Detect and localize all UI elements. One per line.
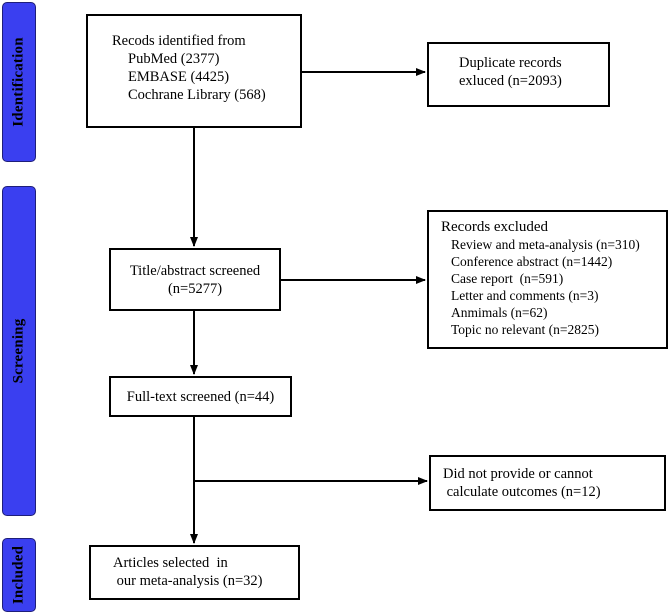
phase-identification: Identification [2, 2, 36, 162]
excluded-letters: Letter and comments (n=3) [451, 288, 599, 303]
excluded-topic: Topic no relevant (n=2825) [451, 322, 599, 337]
title-abstract-line-2: (n=5277) [167, 281, 223, 297]
records-excluded-box: Records excluded Review and meta-analysi… [427, 210, 668, 349]
no-outcomes-line-1: Did not provide or cannot [443, 466, 593, 482]
included-line-2: our meta-analysis (n=32) [113, 573, 263, 589]
source-cochrane: Cochrane Library (568) [128, 87, 266, 103]
source-pubmed: PubMed (2377) [128, 51, 220, 67]
duplicates-line-1: Duplicate records [459, 55, 562, 71]
excluded-case-report: Case report (n=591) [451, 271, 564, 286]
included-box: Articles selected in our meta-analysis (… [89, 545, 300, 600]
phase-included: Included [2, 538, 36, 612]
records-identified-title: Recods identified from [112, 33, 246, 49]
full-text-line: Full-text screened (n=44) [126, 389, 275, 405]
title-abstract-line-1: Title/abstract screened [129, 263, 261, 279]
records-excluded-title: Records excluded [441, 219, 549, 235]
records-identified-box: Recods identified from PubMed (2377) EMB… [86, 14, 302, 128]
duplicates-box: Duplicate records exluced (n=2093) [427, 42, 610, 107]
source-embase: EMBASE (4425) [128, 69, 230, 85]
full-text-box: Full-text screened (n=44) [109, 376, 292, 417]
excluded-review: Review and meta-analysis (n=310) [451, 237, 640, 252]
no-outcomes-box: Did not provide or cannot calculate outc… [429, 455, 666, 511]
excluded-conference: Conference abstract (n=1442) [451, 254, 613, 269]
included-line-1: Articles selected in [113, 555, 228, 571]
title-abstract-box: Title/abstract screened (n=5277) [109, 248, 281, 311]
excluded-animals: Anmimals (n=62) [451, 305, 548, 320]
duplicates-line-2: exluced (n=2093) [459, 73, 562, 89]
phase-screening: Screening [2, 186, 36, 516]
no-outcomes-line-2: calculate outcomes (n=12) [443, 484, 601, 500]
